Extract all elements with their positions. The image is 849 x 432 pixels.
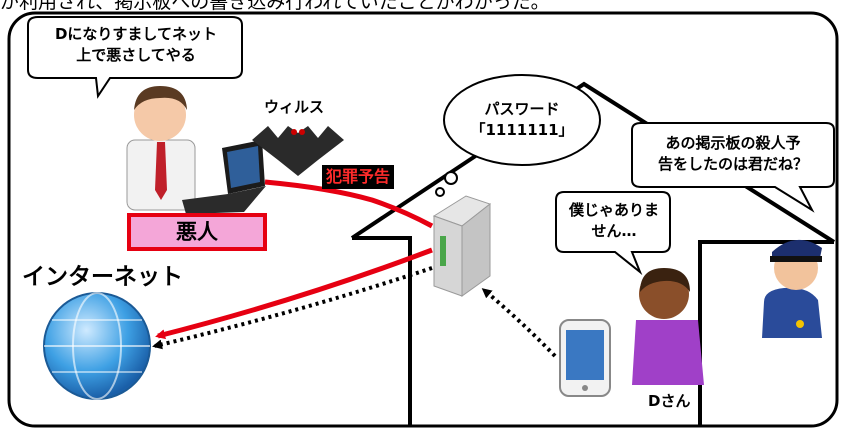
- dotted-arrow-phone-router: [481, 288, 557, 358]
- caption-text: が利用され、掲示板への書き込み行われていたことがわかった。: [0, 0, 550, 12]
- villain-speech-bubble: [27, 16, 243, 99]
- villain-bubble-line1: Dになりすましてネット: [54, 25, 217, 43]
- d-san-label: Dさん: [648, 392, 691, 410]
- wifi-router-icon: [432, 195, 492, 297]
- password-thought-bubble: [435, 74, 601, 197]
- attack-arrow-router-internet: [155, 247, 433, 340]
- d-speech-bubble: [555, 191, 671, 276]
- d-bubble-text: 僕じゃありま せん…: [558, 200, 670, 242]
- laptop-icon: [182, 140, 266, 214]
- villain-person-icon: [126, 86, 196, 211]
- crime-notice-label: 犯罪予告: [322, 165, 395, 189]
- password-bubble-text: パスワード 「1111111」: [462, 99, 582, 141]
- smartphone-icon: [559, 319, 611, 397]
- police-bubble-line1: あの掲示板の殺人予: [665, 134, 801, 152]
- villain-label: 悪人: [127, 213, 267, 251]
- villain-bubble-text: Dになりすましてネット 上で悪さしてやる: [30, 24, 242, 66]
- bat-virus-icon: [252, 126, 344, 176]
- police-bubble-line2: 告をしたのは君だね？: [657, 155, 808, 173]
- internet-label: インターネット: [22, 264, 183, 290]
- police-officer-icon: [762, 239, 822, 338]
- password-bubble-line2: 「1111111」: [470, 121, 574, 139]
- villain-bubble-line2: 上で悪さしてやる: [76, 46, 196, 64]
- d-bubble-line1: 僕じゃありま: [568, 201, 659, 219]
- password-bubble-line1: パスワード: [484, 100, 560, 118]
- globe-icon: [43, 292, 151, 400]
- virus-label: ウィルス: [264, 98, 325, 116]
- police-bubble-text: あの掲示板の殺人予 告をしたのは君だね？: [634, 133, 832, 175]
- person-d-icon: [632, 268, 704, 413]
- dotted-arrow-router-internet: [152, 266, 433, 350]
- attack-line-laptop-router: [264, 179, 434, 229]
- d-bubble-line2: せん…: [591, 222, 637, 240]
- police-speech-bubble: [631, 122, 835, 213]
